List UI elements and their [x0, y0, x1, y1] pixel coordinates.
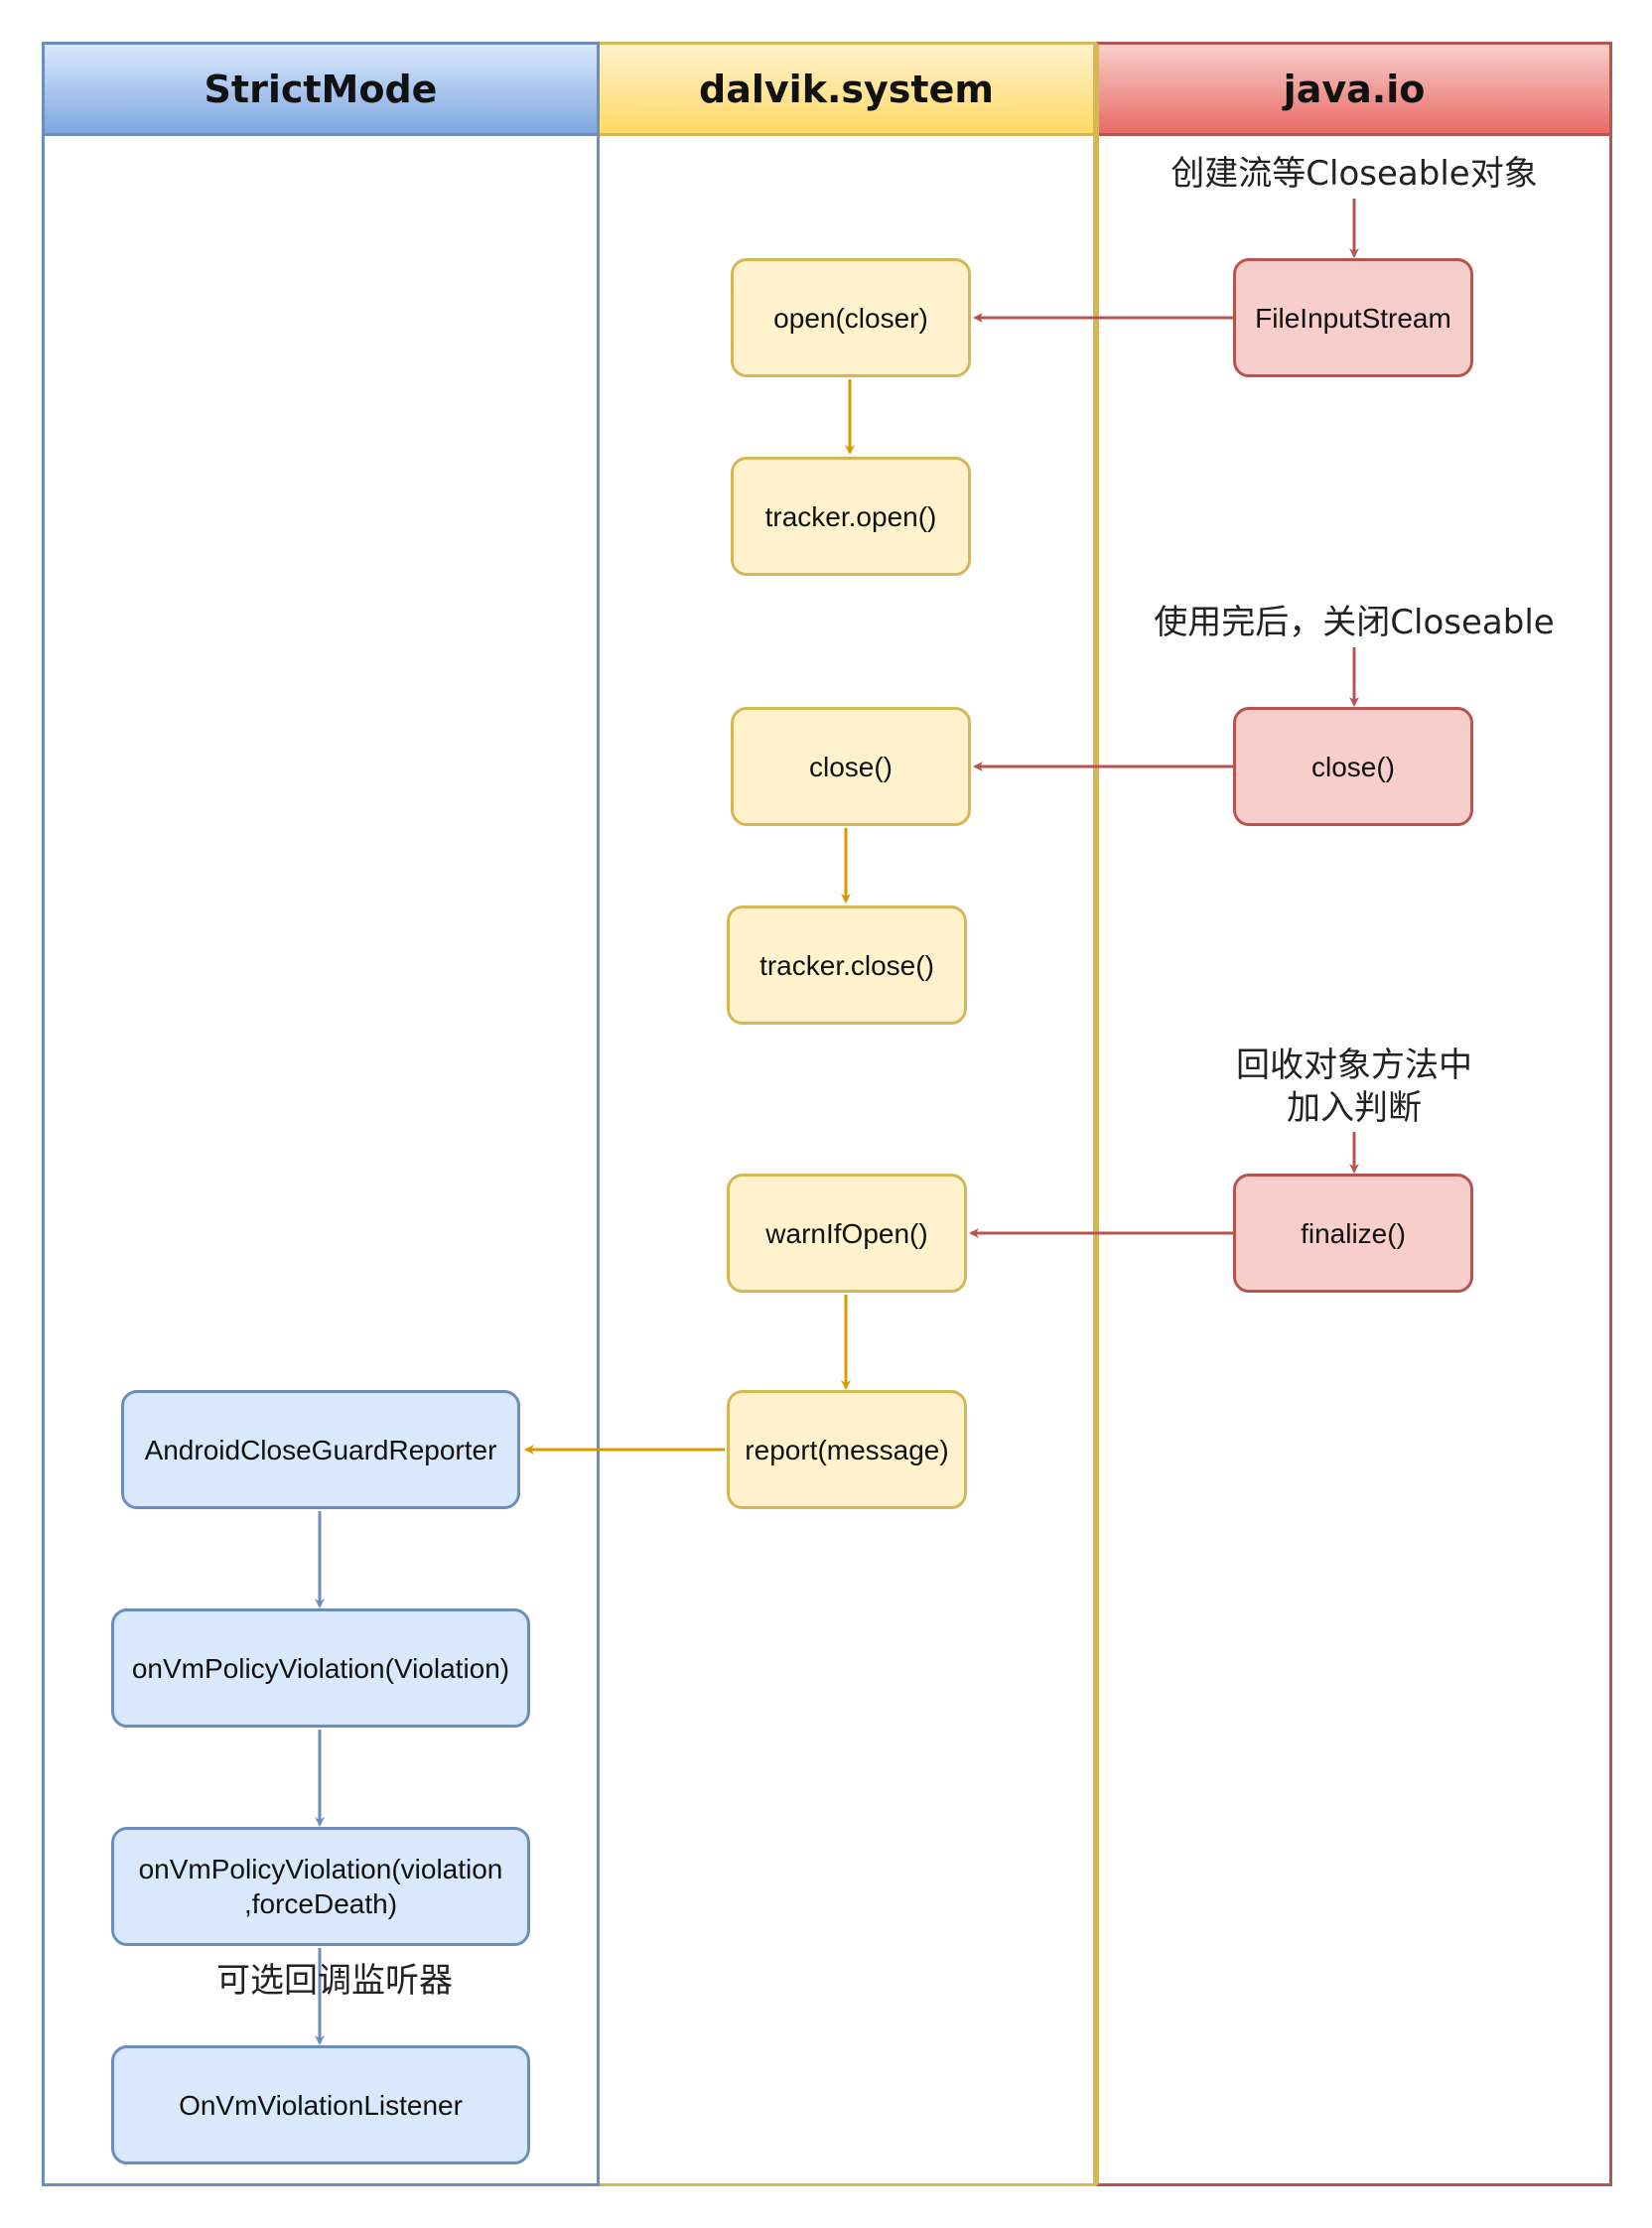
node-open-closer[interactable]: open(closer) [731, 258, 971, 377]
lane-header-dalvik-system: dalvik.system [600, 45, 1093, 136]
lane-java-io: java.io [1096, 42, 1612, 2186]
node-close-javaio[interactable]: close() [1233, 707, 1473, 826]
lane-dalvik-system: dalvik.system [600, 42, 1096, 2186]
node-report-message[interactable]: report(message) [727, 1390, 967, 1509]
node-tracker-close[interactable]: tracker.close() [727, 905, 967, 1025]
note-close-after-use: 使用完后，关闭Closeable [1126, 602, 1583, 644]
node-on-vm-policy-violation-force-death[interactable]: onVmPolicyViolation(violation ,forceDeat… [111, 1827, 530, 1946]
note-create-closeable: 创建流等Closeable对象 [1146, 153, 1563, 196]
node-android-close-guard-reporter[interactable]: AndroidCloseGuardReporter [121, 1390, 520, 1509]
node-warn-if-open[interactable]: warnIfOpen() [727, 1174, 967, 1293]
node-tracker-open[interactable]: tracker.open() [731, 457, 971, 576]
note-finalize-check: 回收对象方法中 加入判断 [1175, 1044, 1533, 1129]
node-fileinputstream[interactable]: FileInputStream [1233, 258, 1473, 377]
node-on-vm-violation-listener[interactable]: OnVmViolationListener [111, 2045, 530, 2164]
node-finalize[interactable]: finalize() [1233, 1174, 1473, 1293]
lane-header-strictmode: StrictMode [45, 45, 597, 136]
node-close-dalvik[interactable]: close() [731, 707, 971, 826]
lane-strictmode: StrictMode [42, 42, 600, 2186]
node-on-vm-policy-violation[interactable]: onVmPolicyViolation(Violation) [111, 1608, 530, 1728]
lane-header-java-io: java.io [1099, 45, 1609, 136]
note-optional-callback: 可选回调监听器 [216, 1961, 453, 2001]
